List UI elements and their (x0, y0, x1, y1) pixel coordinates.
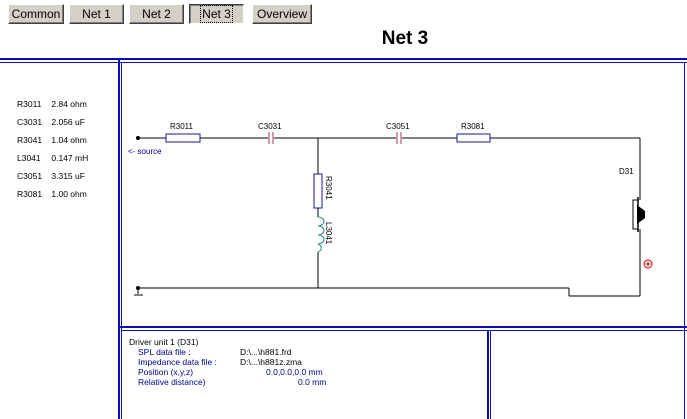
label-c3051: C3051 (386, 122, 410, 131)
ground-terminal (136, 286, 140, 290)
driver-d31-icon (632, 197, 645, 232)
capacitor-c3051 (396, 132, 402, 144)
label-d31: D31 (619, 167, 634, 176)
tab-bar: Common Net 1 Net 2 Net 3 Overview (0, 0, 687, 28)
frame-left-divider (118, 60, 120, 419)
value-row: C3031 2.056 uF (17, 117, 85, 127)
tab-net1[interactable]: Net 1 (69, 4, 124, 24)
tab-overview[interactable]: Overview (252, 4, 312, 24)
polarity-plus-icon (643, 259, 653, 269)
capacitor-c3031 (268, 132, 274, 144)
value-row: R3041 1.04 ohm (17, 135, 87, 145)
page-title: Net 3 (381, 28, 429, 49)
frame-info-divider-inner (490, 330, 491, 419)
frame-bottom-line (120, 326, 687, 328)
value-row: L3041 0.147 mH (17, 153, 89, 163)
info-row: Relative distance)0.0 mm (138, 377, 327, 387)
driver-info-panel: Driver unit 1 (D31) SPL data file :D:\..… (129, 337, 326, 387)
source-terminal (136, 136, 140, 140)
frame-info-divider (487, 330, 489, 419)
value-row: R3081 1.00 ohm (17, 189, 87, 199)
info-row: Position (x,y,z)0.0,0.0,0.0 mm (138, 367, 323, 377)
value-row: R3011 2.84 ohm (17, 99, 87, 109)
label-r3081: R3081 (461, 122, 485, 131)
label-r3041: R3041 (324, 176, 333, 200)
frame-bottom-line-inner (122, 330, 687, 331)
label-c3031: C3031 (258, 122, 282, 131)
source-label: <- source (128, 147, 162, 156)
frame-left-divider-inner (121, 62, 122, 419)
wires (134, 137, 641, 297)
info-row: Impedance data file :D:\...\h881z.zma (138, 357, 302, 367)
component-values-list: R3011 2.84 ohm C3031 2.056 uF R3041 1.04… (17, 95, 88, 203)
resistor-r3041 (313, 173, 323, 209)
driver-info-title: Driver unit 1 (D31) (129, 337, 199, 347)
tab-common[interactable]: Common (8, 4, 64, 24)
schematic: <- source R3011 C3031 C3051 R3081 R3041 … (128, 122, 653, 297)
frame-top-line (0, 58, 687, 60)
frame-right-line (684, 62, 685, 419)
frame-top-line-inner (0, 62, 687, 63)
label-r3011: R3011 (170, 122, 194, 131)
tab-net2[interactable]: Net 2 (129, 4, 184, 24)
tab-net3[interactable]: Net 3 (189, 4, 244, 24)
inductor-l3041 (317, 216, 325, 253)
label-l3041: L3041 (324, 222, 333, 245)
resistor-r3081 (456, 133, 491, 143)
resistor-r3011 (165, 133, 201, 143)
value-row: C3051 3.315 uF (17, 171, 85, 181)
info-row: SPL data file :D:\...\h881.frd (138, 347, 292, 357)
